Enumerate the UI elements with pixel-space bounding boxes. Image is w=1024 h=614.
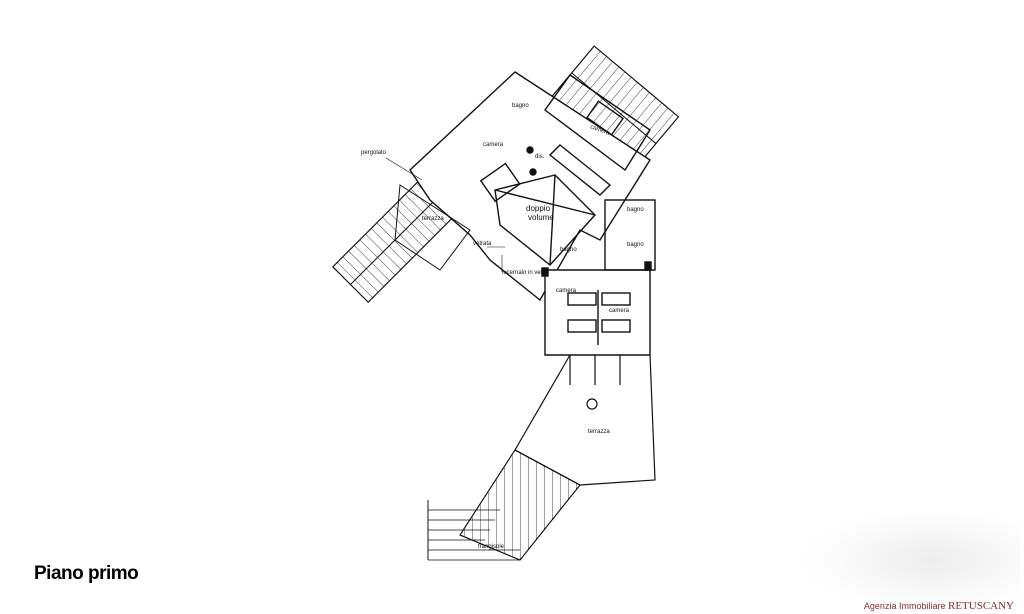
brand-footer: Agenzia Immobiliare RETUSCANY: [864, 600, 1014, 612]
label-bagno: bagno: [512, 103, 529, 109]
central-block: [541, 199, 656, 356]
label-bagno: bagno: [627, 207, 644, 213]
label-frangisole: frangisole: [478, 544, 505, 550]
page-title: Piano primo: [34, 563, 139, 584]
label-volume: volume: [528, 213, 554, 222]
label-pergolato: pergolato: [361, 150, 387, 156]
label-bagno: bagno: [560, 247, 577, 253]
brand-name: RETUSCANY: [947, 600, 1014, 612]
lower-pergola: [427, 449, 581, 561]
label-camera: camera: [556, 288, 577, 294]
label-camera: camera: [483, 142, 504, 148]
label-terrazza: terrazza: [588, 429, 610, 435]
label-bagno: bagno: [627, 242, 644, 248]
label-doppio: doppio: [526, 204, 551, 213]
label-camera: camera: [609, 308, 630, 314]
watermark-image: [800, 510, 1020, 610]
label-vetrata: vetrata: [473, 241, 492, 247]
label-disimpegno: dis.: [535, 154, 545, 160]
label-terrazza: terrazza: [422, 216, 444, 222]
brand-prefix: Agenzia Immobiliare: [863, 601, 946, 611]
label-lucernaio: lucernaio in vetro: [502, 270, 548, 276]
